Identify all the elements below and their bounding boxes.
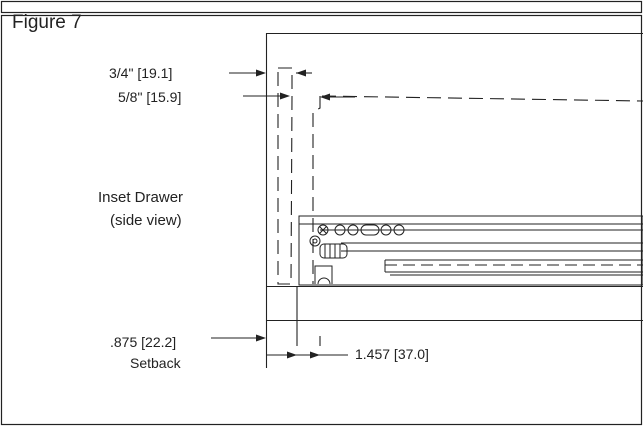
caption-line-2: (side view) xyxy=(110,212,182,229)
drawer-slide-hardware xyxy=(298,215,643,286)
dimension-setback-value: .875 [22.2] xyxy=(110,334,177,350)
dimension-top-inner: 5/8" [15.9] xyxy=(118,89,182,105)
dimension-top-outer: 3/4" [19.1] xyxy=(109,65,173,81)
dimension-setback-label: Setback xyxy=(130,355,181,371)
dimension-bottom-right: 1.457 [37.0] xyxy=(355,346,429,362)
drawer-side-dashed xyxy=(277,67,643,285)
caption-line-1: Inset Drawer xyxy=(98,189,184,206)
dimension-arrowheads xyxy=(256,69,330,359)
figure-title: Figure 7 xyxy=(12,12,82,33)
top-strip-border xyxy=(0,0,643,14)
figure-border xyxy=(0,14,643,426)
cabinet-outline xyxy=(265,32,643,368)
dimension-lines xyxy=(211,72,355,356)
